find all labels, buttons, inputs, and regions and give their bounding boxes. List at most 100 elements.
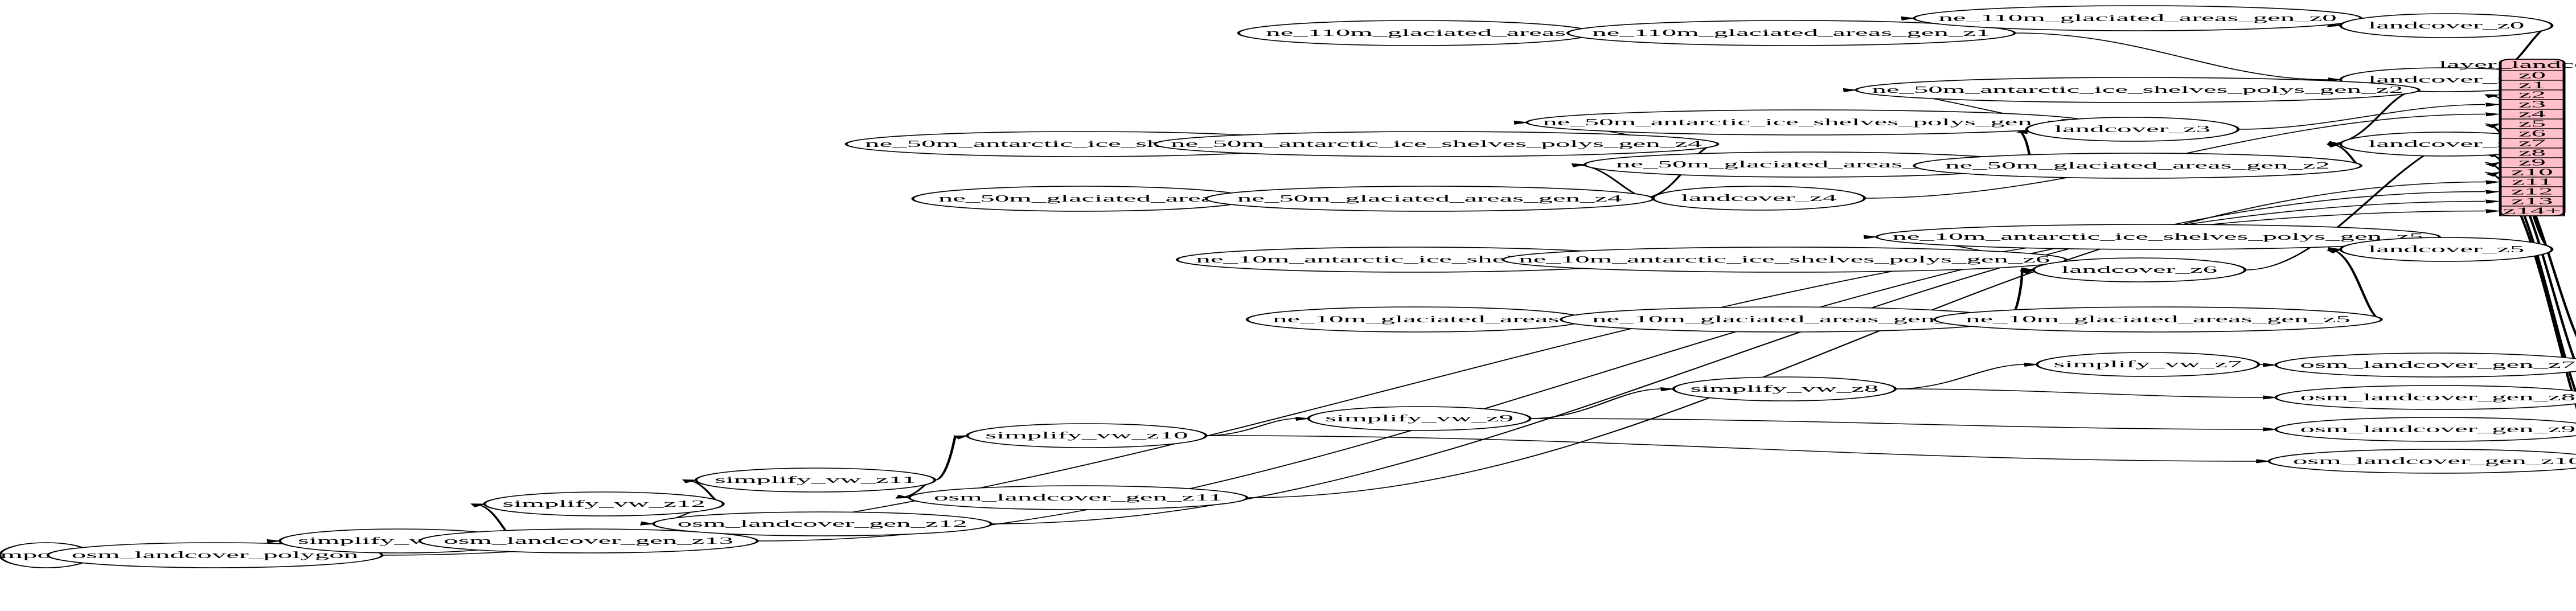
edge-arrowhead [2263,363,2278,367]
node-shape [1855,77,2421,103]
edge-arrowhead [1571,163,1588,167]
graph-node-simplify_vw_z7[interactable]: simplify_vw_z7 [2035,352,2261,377]
graph-node-ne_10m_antarctic_ice_shelves_polys_gen_z6[interactable]: ne_10m_antarctic_ice_shelves_polys_gen_z… [1502,247,2068,273]
edge-arrowhead [1513,120,1529,125]
node-shape [2339,237,2554,262]
edge-arrowhead [2485,209,2501,214]
legend-row-z9[interactable] [2499,157,2565,168]
legend-row-z4[interactable] [2499,109,2565,120]
legend-row-z6[interactable] [2499,128,2565,139]
edge-arrowhead [1901,16,1917,20]
graph-node-osm_landcover_gen_z9[interactable]: osm_landcover_gen_z9 [2274,417,2576,442]
legend-row-z14plus[interactable] [2499,206,2565,216]
graph-node-ne_50m_glaciated_areas_gen_z4[interactable]: ne_50m_glaciated_areas_gen_z4 [1204,186,1655,212]
node-shape [1651,186,1867,211]
edge-arrowhead [1863,235,1879,239]
graph-edge-osm_landcover_gen_z11--to--layer_landcover.z11 [1247,181,2485,498]
graph-node-landcover_z0[interactable]: landcover_z0 [2339,13,2554,38]
graph-edge-ne_110m_glaciated_areas_gen_z1--to--landcover_z1 [2015,32,2329,80]
graph-node-ne_50m_glaciated_areas_gen_z2[interactable]: ne_50m_glaciated_areas_gen_z2 [1913,153,2362,179]
graph-node-ne_50m_antarctic_ice_shelves_polys_gen_z3[interactable]: ne_50m_antarctic_ice_shelves_polys_gen_z… [1525,109,2091,136]
node-shape [1566,20,2016,46]
node-shape [1525,109,2091,136]
graph-edge-osm_landcover_gen_z13--to--layer_landcover.z13 [757,200,2485,542]
node-shape [2025,117,2240,142]
node-shape [911,186,1252,212]
node-shape [1913,153,2362,179]
graph-node-ne_110m_glaciated_areas[interactable]: ne_110m_glaciated_areas [1237,20,1595,46]
edge-arrowhead [2485,162,2500,167]
node-shape [1307,406,1532,431]
graph-node-ne_10m_glaciated_areas[interactable]: ne_10m_glaciated_areas [1245,306,1586,333]
node-shape [1237,20,1595,46]
graph-edge-landcover_z3--to--layer_landcover.z3 [2238,104,2485,130]
graph-node-simplify_vw_z12[interactable]: simplify_vw_z12 [483,491,725,516]
graph-node-ne_110m_glaciated_areas_gen_z0[interactable]: ne_110m_glaciated_areas_gen_z0 [1913,5,2362,31]
edge-arrowhead [953,435,970,440]
edge-arrowhead [2263,427,2278,432]
legend-row-z0[interactable] [2499,70,2565,81]
node-shape [1933,306,2383,333]
edge-arrowhead [1295,416,1311,421]
graph-node-osm_landcover_gen_z7[interactable]: osm_landcover_gen_z7 [2274,352,2576,378]
edge-arrowhead [2484,94,2501,99]
edge-arrowhead [1843,88,1859,92]
legend-row-z2[interactable] [2499,89,2565,100]
graph-edge-simplify_vw_z11--to--simplify_vw_z10 [933,435,957,481]
graph-edge-simplify_vw_z8--to--simplify_vw_z7 [1895,364,2025,389]
node-shape [2339,13,2554,38]
graph-edge-simplify_vw_z9--to--osm_landcover_gen_z9 [1530,418,2264,430]
nodes-layer: imposm3osm_landcover_polygonsimplify_vw_… [0,5,2576,568]
legend-row-z11[interactable] [2499,177,2565,187]
graph-node-landcover_z3[interactable]: landcover_z3 [2025,117,2240,142]
node-shape [1913,5,2362,31]
node-shape [483,491,725,516]
graph-node-ne_50m_antarctic_ice_shelves_polys_gen_z4[interactable]: ne_50m_antarctic_ice_shelves_polys_gen_z… [1153,131,1720,157]
node-shape [2267,449,2576,474]
edge-arrowhead [2485,102,2501,107]
node-shape [46,542,384,568]
node-shape [1502,247,2068,273]
node-shape [652,511,993,536]
edge-arrowhead [1660,387,1676,392]
graph-node-simplify_vw_z11[interactable]: simplify_vw_z11 [694,468,937,493]
legend-row-z10[interactable] [2499,167,2565,178]
graph-node-osm_landcover_gen_z10[interactable]: osm_landcover_gen_z10 [2267,449,2576,474]
node-shape [2032,257,2247,282]
edge-arrowhead [2485,171,2500,177]
edge-arrowhead [2024,362,2040,367]
edge-arrowhead [682,479,699,483]
node-shape [2035,352,2261,377]
node-shape [2274,385,2576,410]
graph-node-ne_50m_antarctic_ice_shelves_polys_gen_z2[interactable]: ne_50m_antarctic_ice_shelves_polys_gen_z… [1855,77,2421,103]
graph-node-simplify_vw_z10[interactable]: simplify_vw_z10 [966,423,1208,448]
node-shape [966,423,1208,448]
legend-row-z13[interactable] [2499,196,2565,207]
graph-node-osm_landcover_gen_z12[interactable]: osm_landcover_gen_z12 [652,511,993,536]
graph-node-osm_landcover_gen_z8[interactable]: osm_landcover_gen_z8 [2274,385,2576,410]
graph-node-osm_landcover_gen_z11[interactable]: osm_landcover_gen_z11 [908,485,1249,510]
legend-row-z7[interactable] [2499,138,2565,149]
graph-node-simplify_vw_z8[interactable]: simplify_vw_z8 [1672,376,1897,401]
legend-row-z12[interactable] [2499,186,2565,197]
edge-arrowhead [2485,199,2501,204]
legend-row-z8[interactable] [2499,147,2565,158]
legend-row-z3[interactable] [2499,99,2565,110]
graph-node-landcover_z4[interactable]: landcover_z4 [1651,186,1867,211]
graph-edge-simplify_vw_z8--to--osm_landcover_gen_z8 [1895,388,2264,398]
node-shape [1245,306,1586,333]
graph-edge-simplify_vw_z9--to--simplify_vw_z8 [1530,388,1662,419]
edge-arrowhead [895,494,912,499]
graph-node-simplify_vw_z9[interactable]: simplify_vw_z9 [1307,406,1532,431]
legend-row-z1[interactable] [2499,80,2565,91]
node-shape [2274,352,2576,378]
graph-node-ne_50m_glaciated_areas[interactable]: ne_50m_glaciated_areas [911,186,1252,212]
graph-node-landcover_z6[interactable]: landcover_z6 [2032,257,2247,282]
edge-arrowhead [2327,77,2343,82]
graph-node-ne_10m_glaciated_areas_gen_z5[interactable]: ne_10m_glaciated_areas_gen_z5 [1933,306,2383,333]
edge-arrowhead [640,521,656,526]
legend-row-z5[interactable] [2499,118,2565,129]
graph-node-landcover_z5[interactable]: landcover_z5 [2339,237,2554,262]
